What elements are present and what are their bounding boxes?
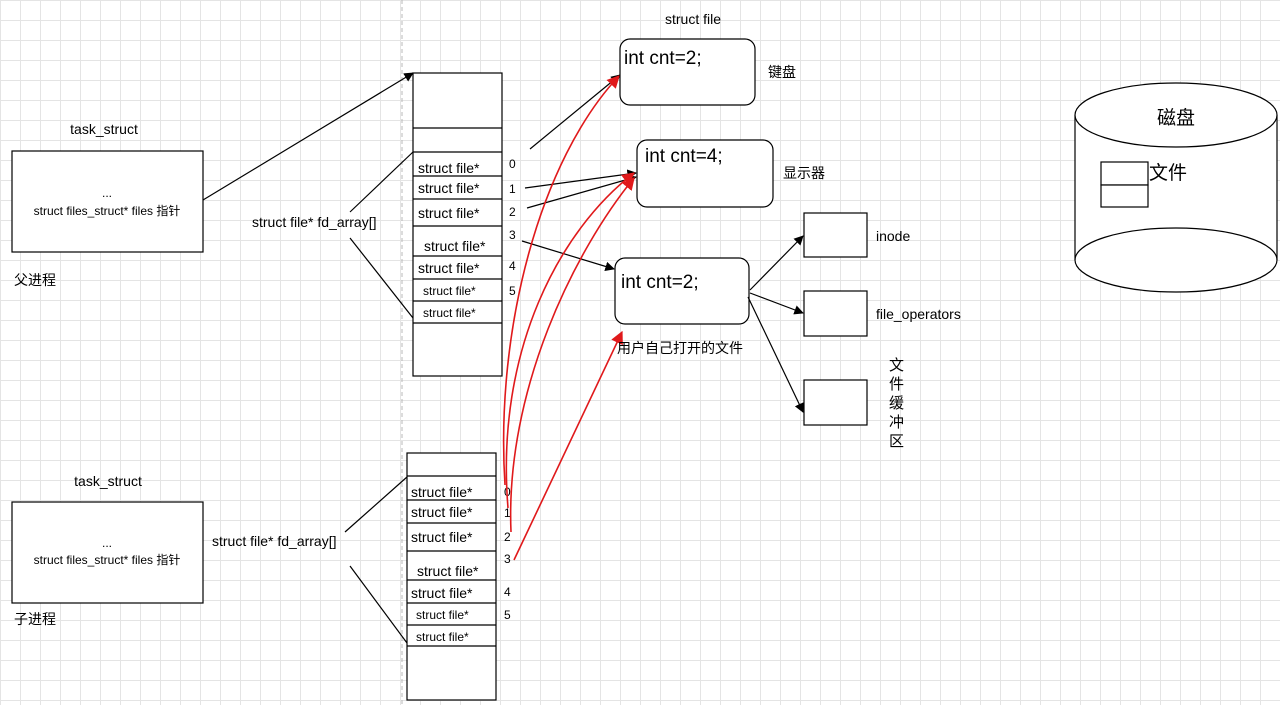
keyboard-label: 键盘 bbox=[768, 64, 796, 80]
buffer-arrow bbox=[747, 296, 804, 413]
inode-box bbox=[803, 212, 868, 258]
child-slot-4: struct file* bbox=[411, 585, 473, 601]
parent-index-2: 2 bbox=[509, 205, 516, 219]
buffer-label-char-1: 件 bbox=[889, 376, 904, 393]
buffer-label-char-4: 区 bbox=[889, 433, 904, 450]
child-fd0-red-arrow bbox=[502, 75, 620, 486]
parent-box-dots: ... bbox=[102, 186, 112, 200]
parent-task-struct-box bbox=[11, 150, 204, 253]
child-task-struct-label: task_struct bbox=[74, 473, 142, 489]
child-slot-5: struct file* bbox=[416, 608, 469, 622]
child-files-pointer-text: struct files_struct* files 指针 bbox=[34, 552, 181, 567]
buffer-label-char-2: 缓 bbox=[889, 395, 904, 412]
parent-slot-1: struct file* bbox=[418, 180, 480, 196]
disk-file-box-bottom bbox=[1100, 184, 1149, 208]
child-slot-3: struct file* bbox=[417, 563, 479, 579]
disk-file-label: 文件 bbox=[1149, 162, 1187, 184]
display-file-box bbox=[636, 139, 774, 208]
parent-slot-4: struct file* bbox=[418, 260, 480, 276]
child-fd3-red-arrow bbox=[513, 330, 623, 561]
child-fd-array-dividers bbox=[407, 475, 496, 647]
user-file-label: 用户自己打开的文件 bbox=[617, 340, 743, 356]
buffer-label: 文 件 缓 冲 区 bbox=[889, 357, 904, 450]
parent-index-3: 3 bbox=[509, 228, 516, 242]
parent-fd-array-dividers bbox=[413, 127, 502, 324]
struct-file-title: struct file bbox=[665, 11, 721, 27]
parent-brace-top bbox=[349, 151, 414, 213]
parent-slot-2: struct file* bbox=[418, 205, 480, 221]
child-brace-bottom bbox=[349, 565, 408, 644]
parent-arrow-to-fd-array bbox=[202, 72, 414, 201]
fops-label: file_operators bbox=[876, 306, 961, 322]
child-slot-0: struct file* bbox=[411, 484, 473, 500]
parent-slot-5: struct file* bbox=[423, 284, 476, 298]
child-index-3: 3 bbox=[504, 552, 511, 566]
parent-fd0-arrow bbox=[529, 74, 621, 150]
parent-fd1-arrow bbox=[524, 169, 637, 189]
child-brace-top bbox=[344, 476, 408, 533]
child-index-1: 1 bbox=[504, 506, 511, 520]
child-fd2-red-arrow bbox=[509, 177, 635, 533]
child-fd-array-label: struct file* fd_array[] bbox=[212, 533, 337, 549]
child-index-5: 5 bbox=[504, 608, 511, 622]
child-fd1-red-arrow bbox=[505, 172, 636, 509]
inode-arrow bbox=[749, 235, 804, 291]
user-file-box bbox=[614, 257, 750, 325]
disk-file-box-top bbox=[1100, 161, 1149, 186]
user-file-count: int cnt=2; bbox=[621, 272, 699, 293]
parent-fd-array-label: struct file* fd_array[] bbox=[252, 214, 377, 230]
parent-brace-bottom bbox=[349, 237, 414, 319]
display-label: 显示器 bbox=[783, 165, 825, 181]
fops-arrow bbox=[749, 292, 804, 315]
parent-slot-6: struct file* bbox=[423, 306, 476, 320]
disk-title: 磁盘 bbox=[1157, 107, 1195, 129]
child-index-4: 4 bbox=[504, 585, 511, 599]
buffer-label-char-3: 冲 bbox=[889, 414, 904, 431]
child-slot-1: struct file* bbox=[411, 504, 473, 520]
parent-files-pointer-text: struct files_struct* files 指针 bbox=[34, 203, 181, 218]
parent-index-5: 5 bbox=[509, 284, 516, 298]
child-index-2: 2 bbox=[504, 530, 511, 544]
parent-task-struct-label: task_struct bbox=[70, 121, 138, 137]
parent-index-1: 1 bbox=[509, 182, 516, 196]
child-box-dots: ... bbox=[102, 536, 112, 550]
child-process-label: 子进程 bbox=[14, 611, 56, 627]
child-slot-6: struct file* bbox=[416, 630, 469, 644]
display-file-count: int cnt=4; bbox=[645, 146, 723, 167]
parent-fd3-arrow bbox=[521, 240, 615, 272]
child-task-struct-box bbox=[11, 501, 204, 604]
parent-slot-3: struct file* bbox=[424, 238, 486, 254]
buffer-box bbox=[803, 379, 868, 426]
buffer-label-char-0: 文 bbox=[889, 357, 904, 374]
parent-index-4: 4 bbox=[509, 259, 516, 273]
keyboard-file-count: int cnt=2; bbox=[624, 48, 702, 69]
child-fd-array bbox=[406, 452, 497, 701]
inode-label: inode bbox=[876, 228, 910, 244]
fops-box bbox=[803, 290, 868, 337]
child-slot-2: struct file* bbox=[411, 529, 473, 545]
parent-fd2-arrow bbox=[526, 174, 637, 209]
parent-process-label: 父进程 bbox=[14, 272, 56, 288]
keyboard-file-box bbox=[619, 38, 756, 106]
parent-fd-array bbox=[412, 72, 503, 377]
parent-slot-0: struct file* bbox=[418, 160, 480, 176]
parent-index-0: 0 bbox=[509, 157, 516, 171]
